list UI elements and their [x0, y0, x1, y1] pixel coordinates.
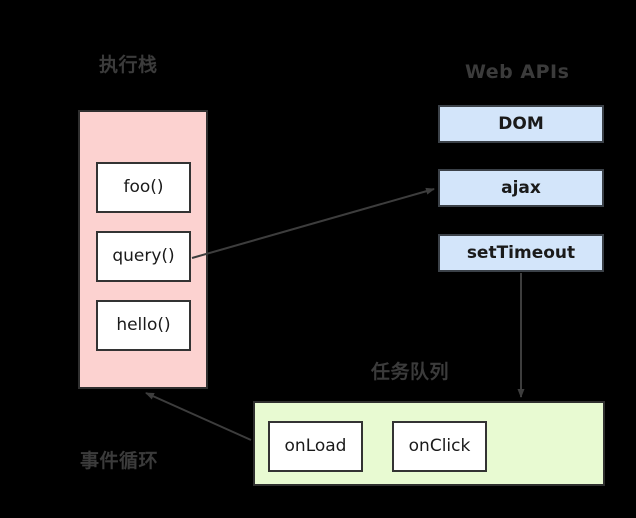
arrow-query-to-ajax [191, 187, 435, 259]
web-apis-title: Web APIs [465, 61, 570, 83]
task-queue-title: 任务队列 [371, 361, 450, 383]
web-api-dom: DOM [438, 105, 604, 143]
event-loop-title: 事件循环 [80, 450, 159, 472]
web-api-ajax: ajax [438, 169, 604, 207]
task-onclick: onClick [392, 421, 487, 472]
stack-frame-foo: foo() [96, 162, 191, 213]
web-api-settimeout: setTimeout [438, 234, 604, 272]
stack-frame-hello: hello() [96, 300, 191, 351]
task-onload: onLoad [268, 421, 363, 472]
arrow-task-queue-to-call-stack [145, 392, 252, 441]
call-stack-title: 执行栈 [99, 54, 158, 76]
stack-frame-query: query() [96, 231, 191, 282]
